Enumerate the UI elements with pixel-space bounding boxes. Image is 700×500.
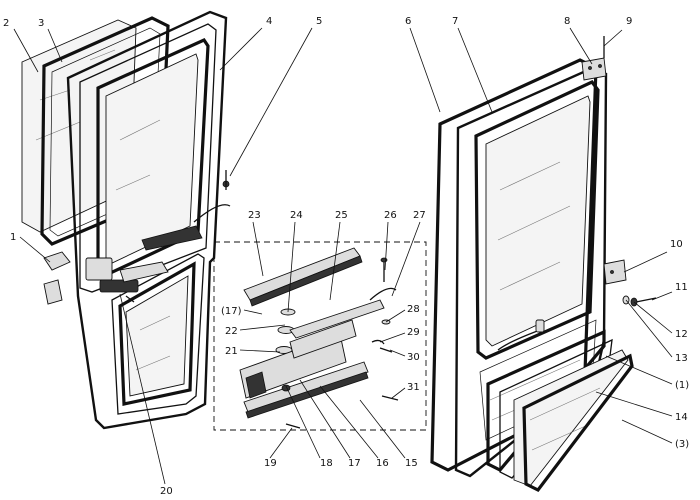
callout-leader-c22 bbox=[239, 324, 286, 331]
callout-leader-c5 bbox=[229, 27, 313, 177]
callout-label-c6: 6 bbox=[405, 16, 411, 27]
callout-label-c23: 23 bbox=[248, 210, 261, 221]
callout-leader-c8 bbox=[569, 27, 593, 65]
callout-label-c29: 29 bbox=[407, 327, 420, 338]
callout-label-c13: 13 bbox=[675, 353, 688, 364]
callout-leader-c26 bbox=[384, 221, 389, 271]
callout-leader-c29 bbox=[379, 332, 406, 343]
callout-leader-c1p bbox=[605, 355, 673, 385]
callout-label-c4: 4 bbox=[266, 16, 272, 27]
callout-label-c30: 30 bbox=[407, 352, 420, 363]
vent-window-parts bbox=[486, 329, 634, 493]
callout-label-c31: 31 bbox=[407, 382, 420, 393]
callout-leader-c25 bbox=[329, 221, 341, 301]
callout-label-c5: 5 bbox=[316, 16, 322, 27]
callout-leader-c27 bbox=[391, 221, 421, 297]
callout-leader-c13 bbox=[625, 299, 673, 358]
callout-label-c16: 16 bbox=[376, 458, 389, 469]
callout-leader-c20 bbox=[119, 293, 166, 485]
callout-label-c25: 25 bbox=[335, 210, 348, 221]
callout-label-c12: 12 bbox=[675, 329, 688, 340]
callout-label-c11: 11 bbox=[675, 282, 688, 293]
callout-label-c3p: (3) bbox=[675, 439, 689, 450]
callout-label-c21: 21 bbox=[225, 346, 238, 357]
callout-leader-c16 bbox=[319, 385, 379, 459]
callout-leader-c4 bbox=[219, 27, 263, 71]
left-hinge-parts bbox=[43, 170, 231, 305]
callout-leader-c12 bbox=[633, 301, 673, 334]
latch-mechanism-detail bbox=[239, 247, 399, 429]
callout-leader-c19 bbox=[269, 427, 293, 459]
callout-label-c3: 3 bbox=[38, 18, 44, 29]
callout-leader-c6 bbox=[409, 27, 441, 113]
callout-label-c20: 20 bbox=[160, 486, 173, 497]
right-hinges bbox=[581, 36, 657, 307]
callout-label-c10: 10 bbox=[670, 239, 683, 250]
callout-leader-c17 bbox=[299, 379, 351, 459]
callout-label-c17: 17 bbox=[348, 458, 361, 469]
callout-label-c28: 28 bbox=[407, 304, 420, 315]
callout-label-c27: 27 bbox=[413, 210, 426, 221]
callout-label-c26: 26 bbox=[384, 210, 397, 221]
callout-leader-c3p bbox=[621, 419, 673, 444]
callout-leader-c3 bbox=[47, 28, 63, 63]
callout-label-c24: 24 bbox=[290, 210, 303, 221]
callout-label-c19: 19 bbox=[264, 458, 277, 469]
callout-label-c7: 7 bbox=[452, 16, 458, 27]
callout-leader-c11 bbox=[651, 291, 673, 301]
callout-leader-c23 bbox=[252, 221, 264, 277]
detail-inset-box bbox=[213, 241, 427, 431]
callout-leader-c1 bbox=[19, 236, 51, 263]
callout-leader-c10 bbox=[623, 251, 668, 273]
callout-label-c8: 8 bbox=[564, 16, 570, 27]
callout-label-c22: 22 bbox=[225, 326, 238, 337]
callout-label-c18: 18 bbox=[320, 458, 333, 469]
callout-leader-c9 bbox=[603, 29, 623, 47]
callout-leader-c15 bbox=[359, 399, 406, 459]
callout-leader-c28 bbox=[385, 309, 406, 323]
callout-label-c15: 15 bbox=[405, 458, 418, 469]
callout-label-c9: 9 bbox=[626, 16, 632, 27]
callout-label-c2: 2 bbox=[3, 18, 9, 29]
callout-leader-c21 bbox=[239, 349, 281, 353]
callout-leader-c2 bbox=[13, 28, 39, 73]
callout-leader-c31 bbox=[391, 387, 406, 399]
callout-label-c1p: (1) bbox=[675, 380, 689, 391]
callout-label-c14: 14 bbox=[675, 412, 688, 423]
callout-label-c17p: (17) bbox=[221, 306, 242, 317]
callout-leader-c14 bbox=[595, 391, 673, 417]
callout-leader-c24 bbox=[287, 221, 296, 313]
callout-leader-c18 bbox=[285, 385, 321, 459]
callout-leader-c17p bbox=[243, 309, 263, 315]
callout-leader-c30 bbox=[389, 349, 406, 357]
callout-label-c1: 1 bbox=[10, 232, 16, 243]
callout-leader-c7 bbox=[457, 27, 493, 113]
